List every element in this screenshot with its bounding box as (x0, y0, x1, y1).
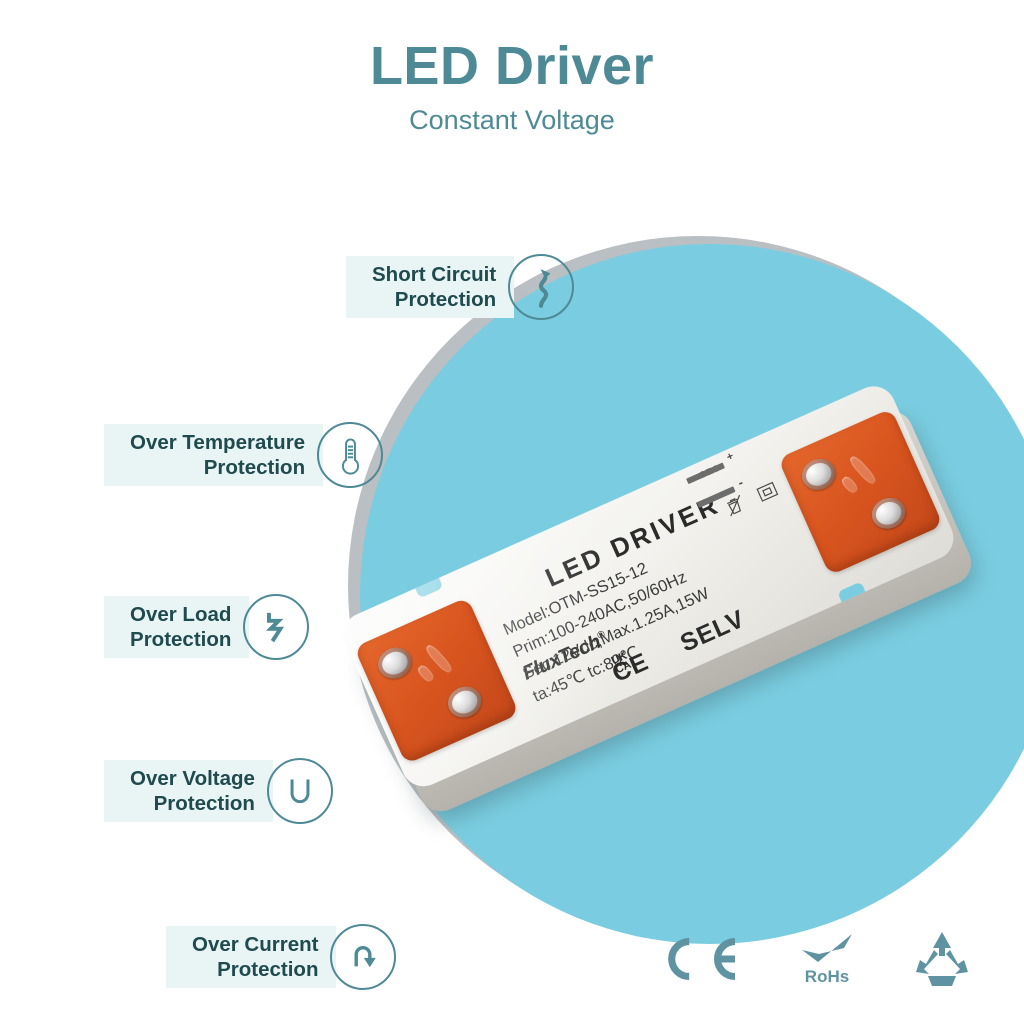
terminal-bar (686, 462, 726, 485)
feature-line-1: Over Temperature (130, 431, 306, 454)
terminal-screw (443, 681, 487, 723)
brand-registered-icon: ® (595, 629, 607, 643)
label-primary: Prim:100-240AC,50/60Hz (510, 568, 690, 662)
rohs-mark-logo: RoHs (798, 932, 856, 987)
label-terminal-minus: - (735, 474, 746, 491)
page-title: LED Driver (369, 36, 655, 96)
recycling-mark-logo (912, 930, 972, 989)
feature-over-voltage[interactable]: Over Voltage Protection (104, 758, 333, 824)
product-photo: LED DRIVER FluxTech® Model:OTM-SS15-12 P… (336, 330, 1024, 890)
label-ukca: UK CA (609, 649, 634, 677)
feature-line-2: Protection (130, 628, 232, 651)
feature-line-1: Over Load (130, 603, 232, 626)
feature-over-temperature[interactable]: Over Temperature Protection (104, 422, 384, 488)
feature-label: Over Temperature Protection (104, 424, 324, 486)
page-subtitle: Constant Voltage (409, 104, 615, 135)
terminal-screw (373, 642, 417, 684)
label-brand: FluxTech® (519, 629, 607, 685)
weee-crossed-bin-icon (720, 490, 753, 521)
terminal-dimple (415, 663, 436, 684)
label-temperature: ta:45℃ tc:80℃ (530, 642, 642, 706)
feature-line-2: Protection (153, 792, 255, 815)
feature-line-1: Short Circuit (372, 263, 497, 286)
label-product-type: LED DRIVER (540, 489, 725, 593)
led-driver-body: LED DRIVER FluxTech® Model:OTM-SS15-12 P… (336, 375, 982, 820)
terminal-screw (797, 453, 841, 496)
class-ii-square-icon (752, 476, 785, 507)
casing-notch (414, 576, 444, 599)
feature-label: Short Circuit Protection (346, 256, 515, 318)
label-secondary: Sec:12Vdc,Max.1.25A,15W (520, 584, 712, 683)
terminal-screw (866, 492, 911, 534)
label-ukca-line1: UK (609, 649, 629, 668)
label-ce: CE (607, 647, 653, 688)
ce-mark-logo (656, 935, 742, 984)
terminal-bar (696, 486, 736, 508)
feature-line-2: Protection (217, 958, 319, 981)
feature-line-2: Protection (203, 456, 306, 479)
feature-label: Over Voltage Protection (104, 760, 273, 822)
feature-over-load[interactable]: Over Load Protection (104, 594, 310, 660)
letter-u-icon (266, 758, 333, 824)
header: LED Driver Constant Voltage (0, 38, 1024, 136)
feature-line-1: Over Current (192, 933, 319, 956)
certification-logos: RoHs (656, 930, 972, 989)
label-secondary-terminal: SEC (698, 462, 722, 481)
feature-line-2: Protection (394, 288, 497, 311)
label-model: Model:OTM-SS15-12 (500, 559, 651, 640)
u-turn-arrow-icon (330, 924, 397, 990)
label-terminal-plus: + (724, 450, 736, 464)
thermometer-icon (317, 422, 384, 488)
wavy-arrow-icon (508, 254, 575, 320)
rohs-caption: RoHs (804, 967, 850, 986)
terminal-dimple (839, 474, 860, 495)
feature-label: Over Load Protection (104, 596, 250, 658)
label-ukca-line2: CA (613, 659, 634, 677)
feature-over-current[interactable]: Over Current Protection (166, 924, 397, 990)
lightning-bolt-icon (243, 594, 310, 660)
feature-line-1: Over Voltage (130, 767, 255, 790)
feature-label: Over Current Protection (166, 926, 337, 988)
feature-short-circuit[interactable]: Short Circuit Protection (346, 254, 575, 320)
